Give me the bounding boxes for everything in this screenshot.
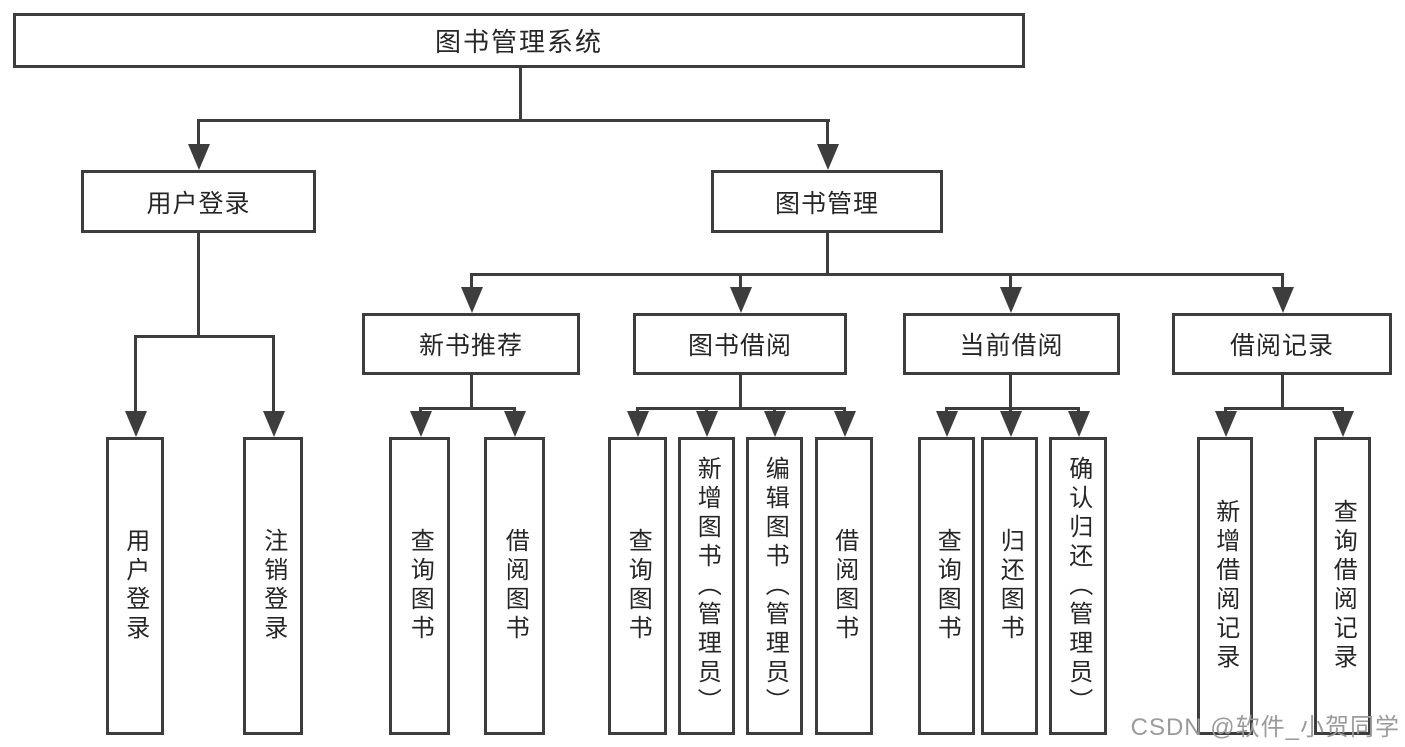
arrow-to-current-borrowing — [1009, 273, 1012, 287]
connector-current-stem — [1009, 375, 1012, 407]
arrow-to-return-books — [1009, 407, 1012, 411]
leaf-query-borrow-record: 查询借阅记录 — [1314, 437, 1371, 735]
arrow-to-recommend-borrow — [513, 407, 516, 411]
leaf-borrowing-query-books: 查询图书 — [608, 437, 667, 735]
node-label: 当前借阅 — [959, 332, 1064, 360]
arrow-to-query-record — [1341, 407, 1344, 411]
node-user-login: 用户登录 — [81, 170, 316, 233]
leaf-recommend-borrow-books: 借阅图书 — [484, 437, 545, 735]
node-label: 用户登录 — [121, 528, 149, 644]
leaf-user-login: 用户登录 — [106, 437, 164, 735]
leaf-edit-books-admin: 编辑图书（管理员） — [746, 437, 803, 735]
connector-records-bar — [1224, 407, 1344, 410]
node-label: 新增借阅记录 — [1211, 499, 1239, 673]
arrow-to-borrowing-records — [1281, 273, 1284, 287]
node-borrowing-records: 借阅记录 — [1172, 313, 1392, 375]
node-label: 图书管理 — [774, 189, 879, 218]
node-label: 查询借阅记录 — [1329, 499, 1357, 673]
arrow-to-borrowing-query — [636, 407, 639, 411]
connector-records-stem — [1281, 375, 1284, 407]
connector-borrowing-bar — [636, 407, 846, 410]
connector-recommend-stem — [470, 375, 473, 407]
leaf-recommend-query-books: 查询图书 — [389, 437, 450, 735]
node-label: 归还图书 — [996, 528, 1024, 644]
node-label: 注销登录 — [259, 528, 287, 644]
node-label: 借阅图书 — [501, 528, 529, 644]
connector-current-bar — [945, 407, 1080, 410]
node-label: 新书推荐 — [418, 332, 523, 360]
arrow-to-book-borrowing — [739, 273, 742, 287]
leaf-add-borrow-record: 新增借阅记录 — [1197, 437, 1253, 735]
node-label: 图书管理系统 — [434, 27, 603, 57]
csdn-watermark: CSDN @软件_小贺同学 — [1130, 714, 1400, 741]
leaf-logout: 注销登录 — [243, 437, 303, 735]
node-label: 编辑图书（管理员） — [761, 455, 789, 717]
node-current-borrowing: 当前借阅 — [903, 313, 1120, 375]
arrow-to-borrowing-borrow — [843, 407, 846, 411]
node-label: 借阅图书 — [830, 528, 858, 644]
connector-user-login-bar — [134, 335, 275, 338]
node-label: 查询图书 — [624, 528, 652, 644]
node-label: 用户登录 — [146, 189, 251, 218]
arrow-to-edit-books — [773, 407, 776, 411]
arrow-to-book-management — [826, 119, 829, 144]
arrow-to-leaf-logout — [272, 335, 275, 411]
node-label: 查询图书 — [933, 528, 961, 644]
arrow-to-add-books — [705, 407, 708, 411]
connector-user-login-stem — [197, 233, 200, 335]
node-label: 确认归还（管理员） — [1064, 455, 1092, 717]
connector-borrowing-stem — [739, 375, 742, 407]
leaf-confirm-return-admin: 确认归还（管理员） — [1049, 437, 1107, 735]
arrow-to-recommend-query — [419, 407, 422, 411]
leaf-borrowing-borrow-books: 借阅图书 — [815, 437, 873, 735]
connector-level3-bar — [470, 273, 1284, 276]
arrow-to-add-record — [1224, 407, 1227, 411]
arrow-to-new-book-recommendation — [470, 273, 473, 287]
connector-book-management-stem — [826, 233, 829, 273]
connector-recommend-bar — [419, 407, 516, 410]
node-book-management: 图书管理 — [711, 170, 943, 233]
node-label: 新增图书（管理员） — [693, 455, 721, 717]
leaf-current-query-books: 查询图书 — [918, 437, 975, 735]
leaf-return-books: 归还图书 — [981, 437, 1038, 735]
arrow-to-current-query — [945, 407, 948, 411]
node-label: 借阅记录 — [1229, 332, 1334, 360]
node-label: 查询图书 — [406, 528, 434, 644]
node-label: 图书借阅 — [687, 332, 792, 360]
connector-level2-bar — [197, 119, 830, 122]
arrow-to-user-login — [197, 119, 200, 144]
node-new-book-recommendation: 新书推荐 — [362, 313, 580, 375]
leaf-add-books-admin: 新增图书（管理员） — [678, 437, 735, 735]
arrow-to-leaf-user-login — [134, 335, 137, 411]
node-book-borrowing: 图书借阅 — [633, 313, 847, 375]
arrow-to-confirm-return — [1077, 407, 1080, 411]
node-library-management-system: 图书管理系统 — [13, 13, 1025, 68]
connector-root-stem — [519, 68, 522, 119]
